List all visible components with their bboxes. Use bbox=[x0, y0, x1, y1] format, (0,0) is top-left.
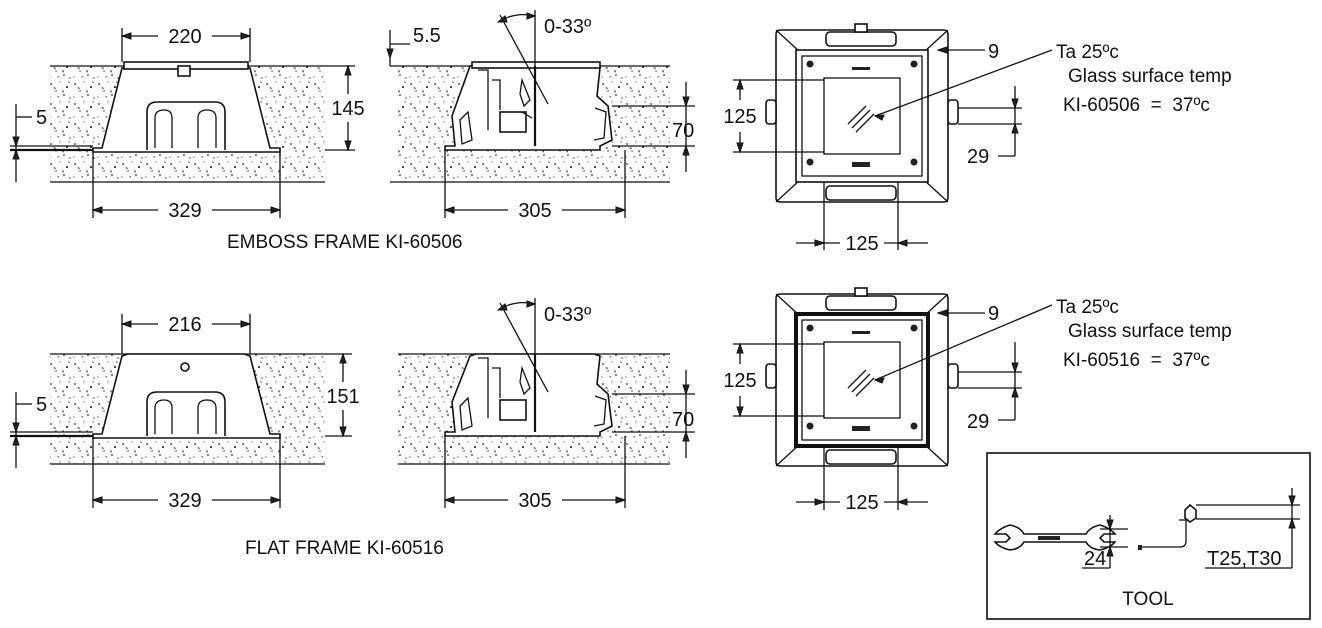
note-model: KI-60506 = 37ºc bbox=[1063, 95, 1210, 116]
dim-plan-side: 29 bbox=[967, 411, 989, 433]
emboss-section-view: 0-33º 5.5 70 305 bbox=[386, 10, 695, 222]
dim-plan-inner-bottom: 125 bbox=[845, 492, 878, 514]
tool-box: 24 T25,T30 TOOL bbox=[986, 452, 1311, 620]
dim-section-width: 305 bbox=[518, 490, 551, 512]
dim-plan-inner: 125 bbox=[723, 106, 756, 128]
cable-gland bbox=[146, 101, 226, 150]
dim-base-width: 329 bbox=[168, 200, 201, 222]
flat-front-view: 216 151 5 329 bbox=[10, 314, 360, 512]
note-glass: Glass surface temp bbox=[1068, 321, 1232, 342]
housing-section bbox=[444, 353, 613, 437]
wrench-icon bbox=[993, 524, 1117, 551]
tool-title: TOOL bbox=[1122, 589, 1173, 610]
dim-plan-side: 29 bbox=[967, 146, 989, 168]
dim-top-width: 220 bbox=[168, 26, 201, 48]
cable-gland bbox=[146, 391, 226, 436]
dim-section-width: 305 bbox=[518, 200, 551, 222]
flat-section-view: 0-33º 70 305 bbox=[398, 298, 695, 512]
caption-flat: FLAT FRAME KI-60516 bbox=[245, 538, 444, 559]
dim-top-width: 216 bbox=[168, 314, 201, 336]
top-handle bbox=[825, 295, 897, 311]
note-model: KI-60516 = 37ºc bbox=[1063, 350, 1210, 371]
bottom-handle bbox=[825, 185, 897, 201]
emboss-plan-view: 125 125 9 29 Ta 25ºc Glass surface temp … bbox=[723, 23, 1232, 255]
dim-lip: 5.5 bbox=[413, 25, 441, 47]
bottom-handle bbox=[825, 449, 897, 465]
dim-plan-frame: 9 bbox=[988, 303, 999, 325]
dim-tilt: 0-33º bbox=[544, 304, 592, 326]
dim-frame-thickness: 5 bbox=[36, 107, 47, 129]
note-ta: Ta 25ºc bbox=[1056, 297, 1119, 318]
torx-key-icon bbox=[1184, 503, 1300, 523]
dim-base-width: 329 bbox=[168, 490, 201, 512]
dim-height: 151 bbox=[326, 386, 359, 408]
dim-plan-inner-bottom: 125 bbox=[845, 233, 878, 255]
caption-emboss: EMBOSS FRAME KI-60506 bbox=[227, 232, 462, 253]
emboss-front-view: 220 145 5 329 bbox=[10, 26, 365, 222]
dim-depth: 70 bbox=[672, 120, 694, 142]
dim-frame-thickness: 5 bbox=[36, 394, 47, 416]
dim-tilt: 0-33º bbox=[544, 16, 592, 38]
key-size: T25,T30 bbox=[1207, 548, 1281, 570]
dim-height: 145 bbox=[331, 98, 364, 120]
flat-plan-view: 125 125 9 29 Ta 25ºc Glass surface temp … bbox=[723, 287, 1232, 514]
dim-plan-frame: 9 bbox=[988, 41, 999, 63]
dim-depth: 70 bbox=[672, 409, 694, 431]
top-handle bbox=[825, 31, 897, 47]
housing-section bbox=[444, 63, 613, 151]
wrench-size: 24 bbox=[1084, 548, 1106, 570]
note-glass: Glass surface temp bbox=[1068, 66, 1232, 87]
dim-plan-inner: 125 bbox=[723, 370, 756, 392]
note-ta: Ta 25ºc bbox=[1056, 42, 1119, 63]
